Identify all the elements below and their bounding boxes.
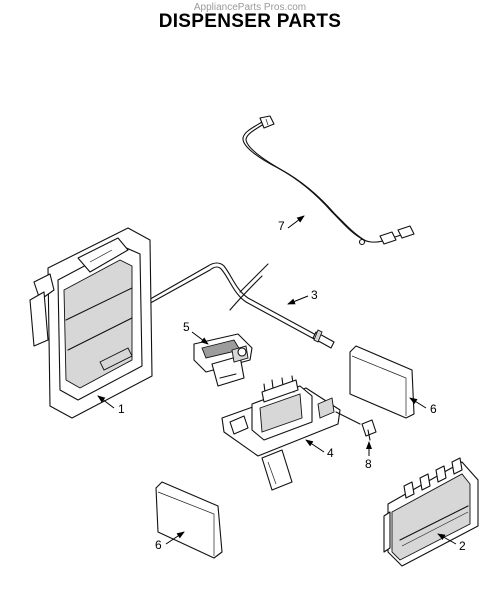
callout-3: 3 — [311, 288, 318, 302]
callout-numbers: 1 2 3 4 5 6 6 7 8 — [118, 219, 466, 553]
callout-4: 4 — [327, 446, 334, 460]
part-3-water-tube[interactable] — [144, 262, 335, 349]
part-6-cover-panel-right[interactable] — [349, 345, 415, 419]
leader-6b — [165, 531, 185, 545]
part-1-dispenser-housing[interactable] — [29, 227, 153, 419]
part-5-switch-assembly[interactable] — [193, 333, 253, 387]
part-2-dispenser-cover[interactable] — [383, 457, 479, 567]
callout-6-right: 6 — [430, 402, 437, 416]
leader-lines — [97, 215, 457, 545]
leader-2 — [437, 533, 457, 545]
callout-2: 2 — [459, 539, 466, 553]
part-8-screw[interactable] — [335, 411, 377, 441]
watermark: ApplianceParts Pros.com — [193, 2, 307, 13]
leader-3 — [287, 295, 309, 305]
page-title: DISPENSER PARTS — [158, 11, 342, 32]
part-6-cover-panel-left[interactable] — [155, 481, 223, 559]
callout-1: 1 — [118, 402, 125, 416]
callout-6-left: 6 — [155, 538, 162, 552]
callout-5: 5 — [183, 320, 190, 334]
part-7-wire-harness[interactable] — [242, 115, 415, 246]
leader-7 — [287, 215, 305, 229]
leader-5 — [191, 331, 209, 345]
part-4-actuator-assembly[interactable] — [221, 375, 341, 491]
leader-6a — [409, 397, 427, 409]
callout-8: 8 — [365, 457, 372, 471]
leader-1 — [97, 395, 115, 409]
leader-4 — [305, 439, 325, 453]
callout-7: 7 — [278, 219, 285, 233]
